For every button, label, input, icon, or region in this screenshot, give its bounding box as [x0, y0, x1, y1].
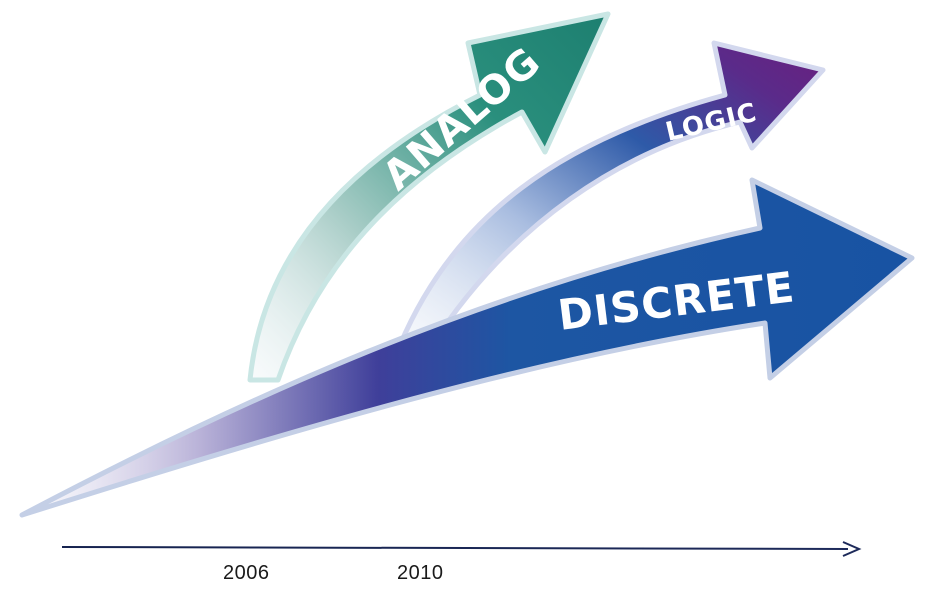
analog-arrow-body: [247, 11, 611, 383]
timeline-line: [61, 546, 849, 550]
timeline-year-2006: 2006: [223, 562, 270, 584]
timeline-arrowhead: [842, 541, 862, 557]
discrete-arrow-body: [19, 177, 915, 518]
discrete-arrow: DISCRETE: [19, 177, 915, 518]
timeline-axis: [61, 541, 862, 557]
timeline-year-2010: 2010: [397, 562, 444, 584]
logic-arrow-body: [397, 40, 826, 348]
